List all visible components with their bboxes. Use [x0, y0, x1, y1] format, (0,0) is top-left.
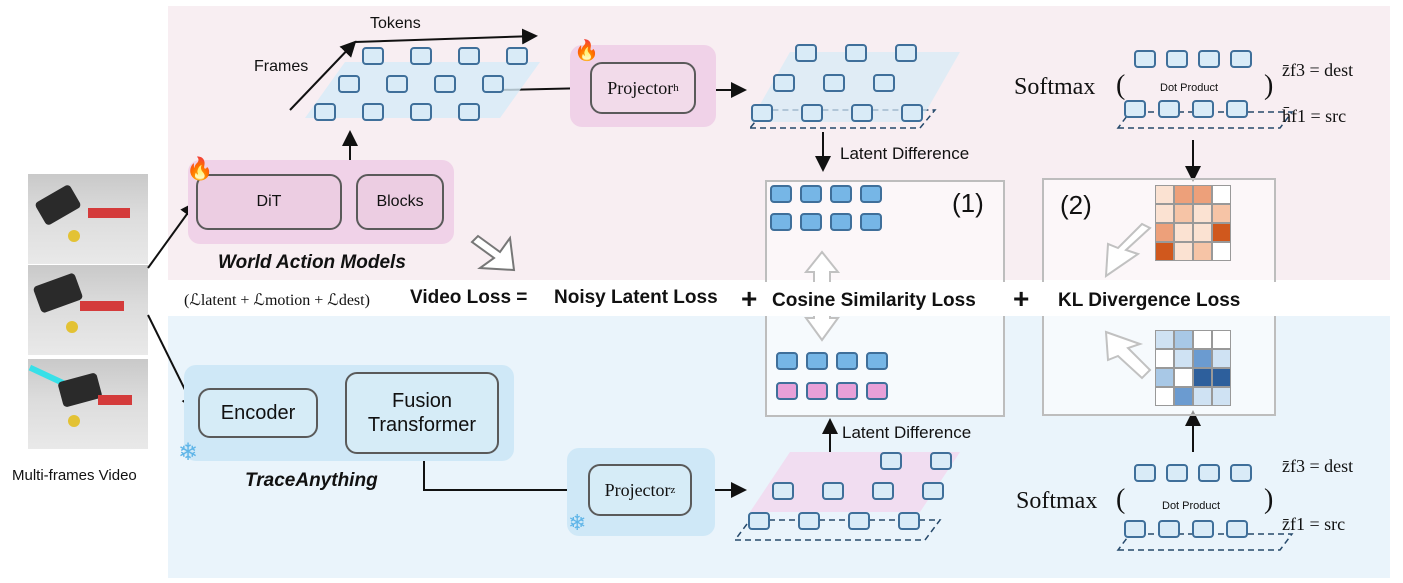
video-caption: Multi-frames Video	[12, 467, 137, 484]
zf3-dest-bottom: z̄f3 = dest	[1282, 456, 1354, 476]
heatmap-cell	[1212, 387, 1231, 406]
heatmap-cell	[1174, 204, 1193, 223]
heatmap-cell	[1174, 387, 1193, 406]
loss-band	[170, 282, 1390, 316]
plus-1: +	[741, 283, 758, 314]
latent-difference-top: Latent Difference	[840, 144, 970, 163]
zf1-src: z̄f1 = src	[1282, 514, 1346, 534]
encoder-label: Encoder	[220, 401, 296, 424]
latent-difference-bottom: Latent Difference	[842, 423, 972, 442]
token-cube-grid	[300, 45, 540, 135]
projector-h-label: Projector	[607, 77, 674, 98]
paren-close-top: )	[1264, 70, 1274, 101]
heatmap-cell	[1155, 204, 1174, 223]
panel-1-bottom-tokens	[776, 352, 896, 407]
heatmap-cell	[1155, 242, 1174, 261]
softmax-top-tokens	[1124, 46, 1270, 136]
heatmap-cell	[1193, 185, 1212, 204]
kl-loss-label: KL Divergence Loss	[1058, 290, 1241, 311]
heatmap-cell	[1174, 223, 1193, 242]
panel-1-label: (1)	[952, 188, 984, 218]
fusion-transformer-block: Fusion Transformer	[345, 372, 499, 454]
noisy-latent-loss: Noisy Latent Loss	[554, 287, 718, 308]
heatmap-cell	[1174, 330, 1193, 349]
heatmap-cell	[1212, 368, 1231, 387]
dot-product-top: Dot Product	[1160, 82, 1219, 94]
softmax-top: Softmax	[1014, 74, 1096, 100]
heatmap-cell	[1155, 368, 1174, 387]
heatmap-cell	[1155, 349, 1174, 368]
dot-product-bottom: Dot Product	[1162, 500, 1221, 512]
heatmap-cell	[1174, 185, 1193, 204]
latent-z-tokens	[740, 448, 952, 538]
projector-h-sub: h	[673, 82, 679, 94]
tokens-axis-label: Tokens	[370, 15, 421, 32]
heatmap-cell	[1155, 330, 1174, 349]
blocks-label: Blocks	[376, 193, 424, 210]
fusion-label: Fusion Transformer	[367, 390, 477, 436]
projector-z-label: Projector	[604, 479, 671, 500]
blocks-block: Blocks	[356, 174, 444, 230]
flame-icon: 🔥	[186, 156, 214, 181]
heatmap-cell	[1212, 330, 1231, 349]
heatmap-cell	[1193, 223, 1212, 242]
heatmap-cell	[1155, 185, 1174, 204]
trace-title: TraceAnything	[245, 470, 378, 491]
heatmap-cell	[1193, 242, 1212, 261]
heatmap-cell	[1193, 349, 1212, 368]
video-frame-2	[28, 265, 148, 355]
loss-formula: (ℒlatent + ℒmotion + ℒdest)	[184, 292, 370, 309]
attention-heatmap-bottom	[1155, 330, 1235, 410]
video-loss-label: Video Loss =	[410, 287, 528, 308]
heatmap-cell	[1212, 204, 1231, 223]
world-model-title: World Action Models	[218, 252, 406, 273]
panel-1-top-tokens	[770, 185, 890, 240]
panel-2-label: (2)	[1060, 190, 1092, 220]
heatmap-cell	[1155, 387, 1174, 406]
softmax-bottom-tokens	[1124, 460, 1270, 550]
encoder-block: Encoder	[198, 388, 318, 438]
heatmap-cell	[1193, 204, 1212, 223]
heatmap-cell	[1212, 223, 1231, 242]
attention-heatmap-top	[1155, 185, 1235, 265]
hollow-arrow-icon	[470, 234, 516, 272]
heatmap-cell	[1212, 185, 1231, 204]
dit-block: DiT	[196, 174, 342, 230]
projector-z-sub: z	[670, 484, 676, 496]
heatmap-cell	[1193, 368, 1212, 387]
video-frame-1	[28, 174, 148, 264]
cosine-loss-label: Cosine Similarity Loss	[772, 290, 976, 311]
zf3-dest-top: z̄f3 = dest	[1282, 60, 1354, 80]
heatmap-cell	[1174, 349, 1193, 368]
snowflake-icon: ❄	[178, 439, 199, 466]
softmax-bottom: Softmax	[1016, 488, 1098, 514]
paren-open-top: (	[1116, 70, 1126, 101]
heatmap-cell	[1155, 223, 1174, 242]
paren-close-bottom: )	[1264, 484, 1274, 515]
heatmap-cell	[1212, 242, 1231, 261]
heatmap-cell	[1212, 349, 1231, 368]
dit-label: DiT	[256, 193, 282, 210]
video-frame-3	[28, 359, 148, 449]
hf1-src: h̄f1 = src	[1282, 106, 1347, 126]
latent-h-tokens	[745, 40, 945, 130]
heatmap-cell	[1193, 330, 1212, 349]
snowflake-icon: ❄	[568, 510, 587, 535]
heatmap-cell	[1174, 242, 1193, 261]
flame-icon: 🔥	[574, 40, 599, 62]
plus-2: +	[1013, 283, 1030, 314]
heatmap-cell	[1174, 368, 1193, 387]
frames-axis-label: Frames	[254, 58, 309, 75]
paren-open-bottom: (	[1116, 484, 1126, 515]
heatmap-cell	[1193, 387, 1212, 406]
